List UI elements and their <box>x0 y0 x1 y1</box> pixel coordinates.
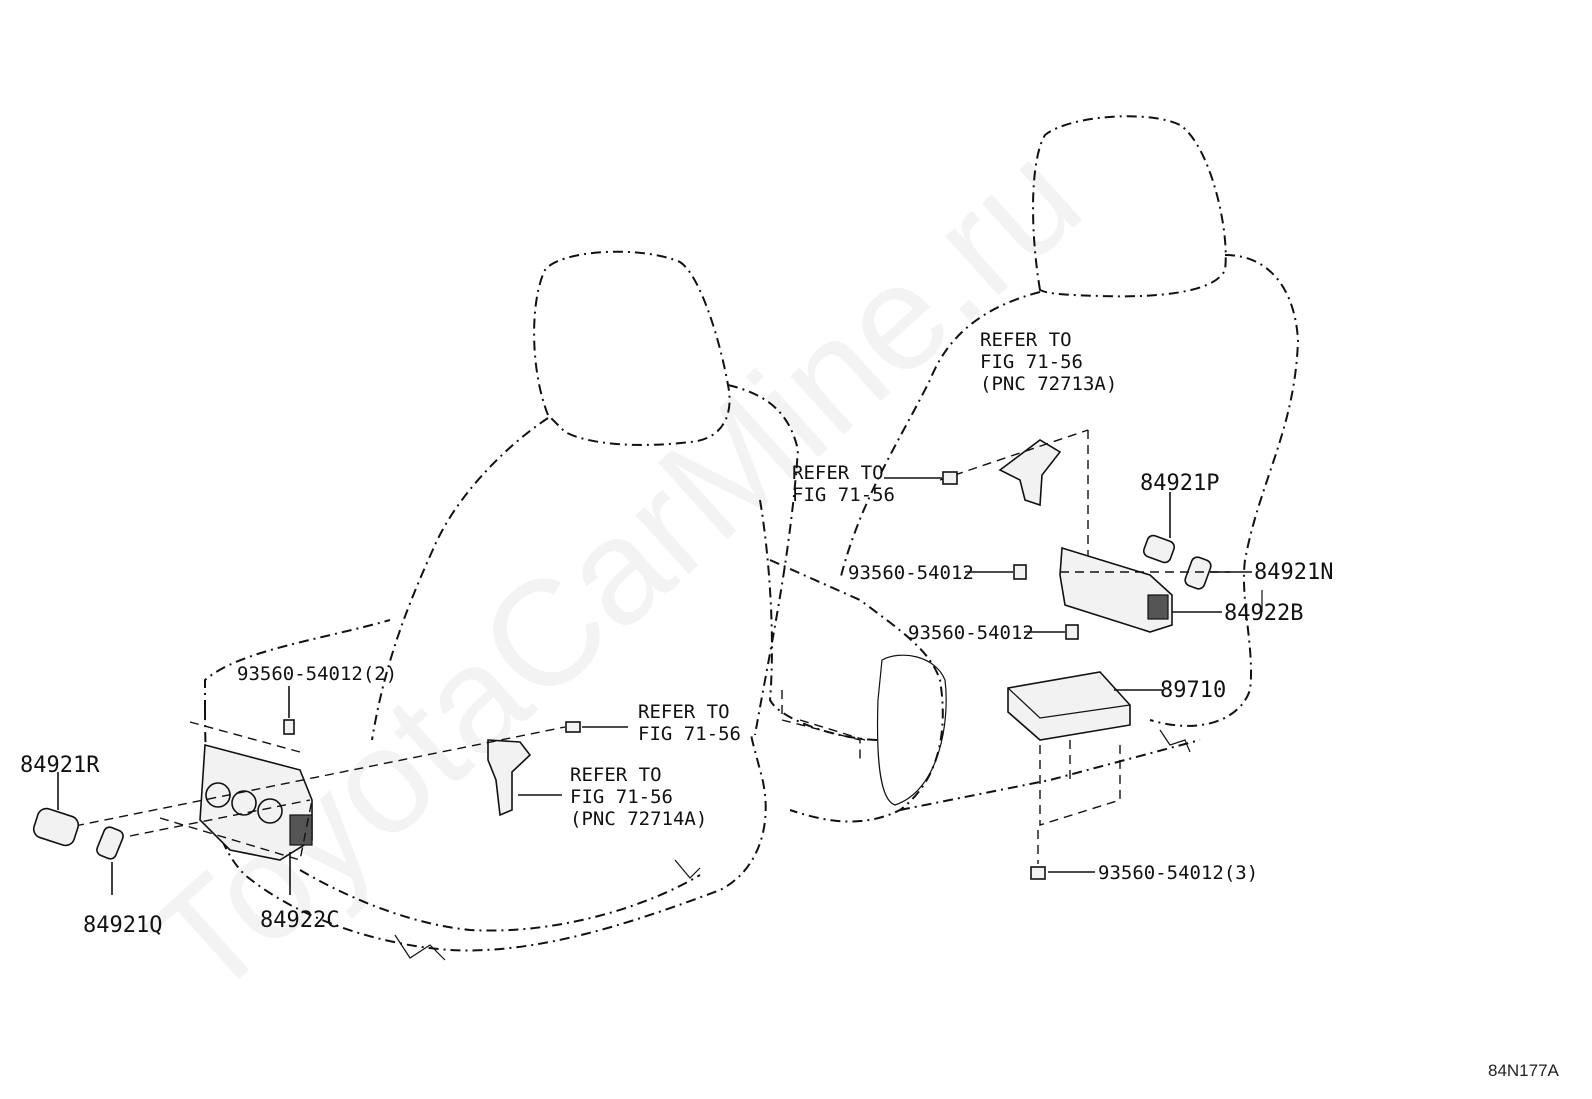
right-armrest-panel <box>876 654 947 806</box>
right-seat-rail-dash <box>781 690 866 760</box>
right-screw-a-head <box>1013 564 1027 580</box>
right-mid-screw <box>884 471 958 485</box>
refer-left-upper-line1: REFER TO <box>638 701 730 723</box>
right-mid-screw-head <box>942 471 958 485</box>
left-seat-rail <box>394 859 701 961</box>
knob-84921R <box>32 807 80 847</box>
ecu-89710-top <box>1007 687 1131 719</box>
left-seat-outline <box>204 250 800 961</box>
left-seatback-outline <box>371 384 800 741</box>
label-93560-bottom: 93560-54012(3) <box>1098 862 1258 884</box>
refer-top-right-line1: REFER TO <box>980 329 1072 351</box>
ecu-projection-dash <box>1039 740 1121 826</box>
left-headrest-outline <box>533 250 731 446</box>
left-axis-dash <box>74 726 566 827</box>
left-bracket-shape <box>487 739 532 817</box>
left-cushion-lower-outline <box>299 869 701 932</box>
refer-left-upper-line2: FIG 71-56 <box>638 723 741 745</box>
diagram-code: 84N177A <box>1488 1061 1560 1080</box>
refer-top-right-line2: FIG 71-56 <box>980 351 1083 373</box>
left-panel-dash-frame <box>159 721 313 861</box>
right-bottom-screw <box>1030 830 1095 880</box>
switch-block-84922B <box>1059 546 1173 633</box>
part-84921Q-graphic <box>96 826 124 895</box>
knob-84921Q <box>96 826 124 860</box>
right-cushion-outline <box>769 559 1201 823</box>
part-84921R-graphic <box>32 772 80 847</box>
left-switch-knob-3 <box>257 798 283 824</box>
left-cushion-outline <box>204 619 767 952</box>
refer-top-right-line3: (PNC 72713A) <box>980 373 1117 395</box>
knob-84921P <box>1142 534 1176 564</box>
refer-left-lower-line1: REFER TO <box>570 764 662 786</box>
right-bottom-screw-head <box>1030 866 1046 880</box>
part-84921P-graphic <box>1142 492 1176 564</box>
label-84921N: 84921N <box>1254 560 1333 585</box>
part-89710-graphic <box>1007 671 1162 826</box>
right-screw-a <box>965 564 1027 580</box>
label-93560-b: 93560-54012 <box>908 622 1034 644</box>
refer-left-lower-line3: (PNC 72714A) <box>570 808 707 830</box>
label-84921R: 84921R <box>20 753 100 778</box>
ecu-89710-body <box>1007 671 1131 741</box>
right-seat-foot <box>1159 729 1191 753</box>
switch-block-connector <box>1147 594 1169 620</box>
right-screw-b-head <box>1065 624 1079 640</box>
knob-84921N <box>1184 556 1212 590</box>
part-84921N-graphic <box>1184 556 1252 590</box>
left-axis-dash-2 <box>129 799 311 837</box>
left-upper-screw <box>565 721 628 733</box>
callout-refer-left-upper: REFER TO FIG 71-56 <box>638 701 741 745</box>
label-84921P: 84921P <box>1140 471 1219 496</box>
label-89710: 89710 <box>1160 678 1226 703</box>
callout-refer-left-lower: REFER TO FIG 71-56 (PNC 72714A) <box>570 764 707 830</box>
right-top-bracket <box>939 429 1089 560</box>
right-seatback-outline <box>839 254 1300 727</box>
left-upper-screw-head <box>565 721 581 733</box>
label-93560-a: 93560-54012 <box>848 562 974 584</box>
refer-mid-line1: REFER TO <box>792 462 884 484</box>
callout-refer-mid: REFER TO FIG 71-56 <box>792 462 895 506</box>
right-headrest-outline <box>1032 115 1227 298</box>
refer-mid-line2: FIG 71-56 <box>792 484 895 506</box>
part-84922B-graphic <box>1059 546 1222 633</box>
label-93560-left: 93560-54012(2) <box>237 663 397 685</box>
right-top-dash <box>939 429 1089 481</box>
left-screw-head <box>283 719 295 735</box>
left-bracket <box>487 739 562 817</box>
left-switch-knob-2 <box>231 790 257 816</box>
right-seat-outline <box>759 115 1300 823</box>
callout-refer-top-right: REFER TO FIG 71-56 (PNC 72713A) <box>980 329 1117 395</box>
left-screw <box>283 686 295 735</box>
left-switch-connector <box>289 814 313 846</box>
right-top-bracket-shape <box>998 439 1062 507</box>
label-84921Q: 84921Q <box>83 913 162 938</box>
left-switch-assembly <box>159 721 313 861</box>
label-84922B: 84922B <box>1224 601 1303 626</box>
refer-left-lower-line2: FIG 71-56 <box>570 786 673 808</box>
right-screw-b <box>1024 624 1079 640</box>
label-84922C: 84922C <box>260 908 339 933</box>
